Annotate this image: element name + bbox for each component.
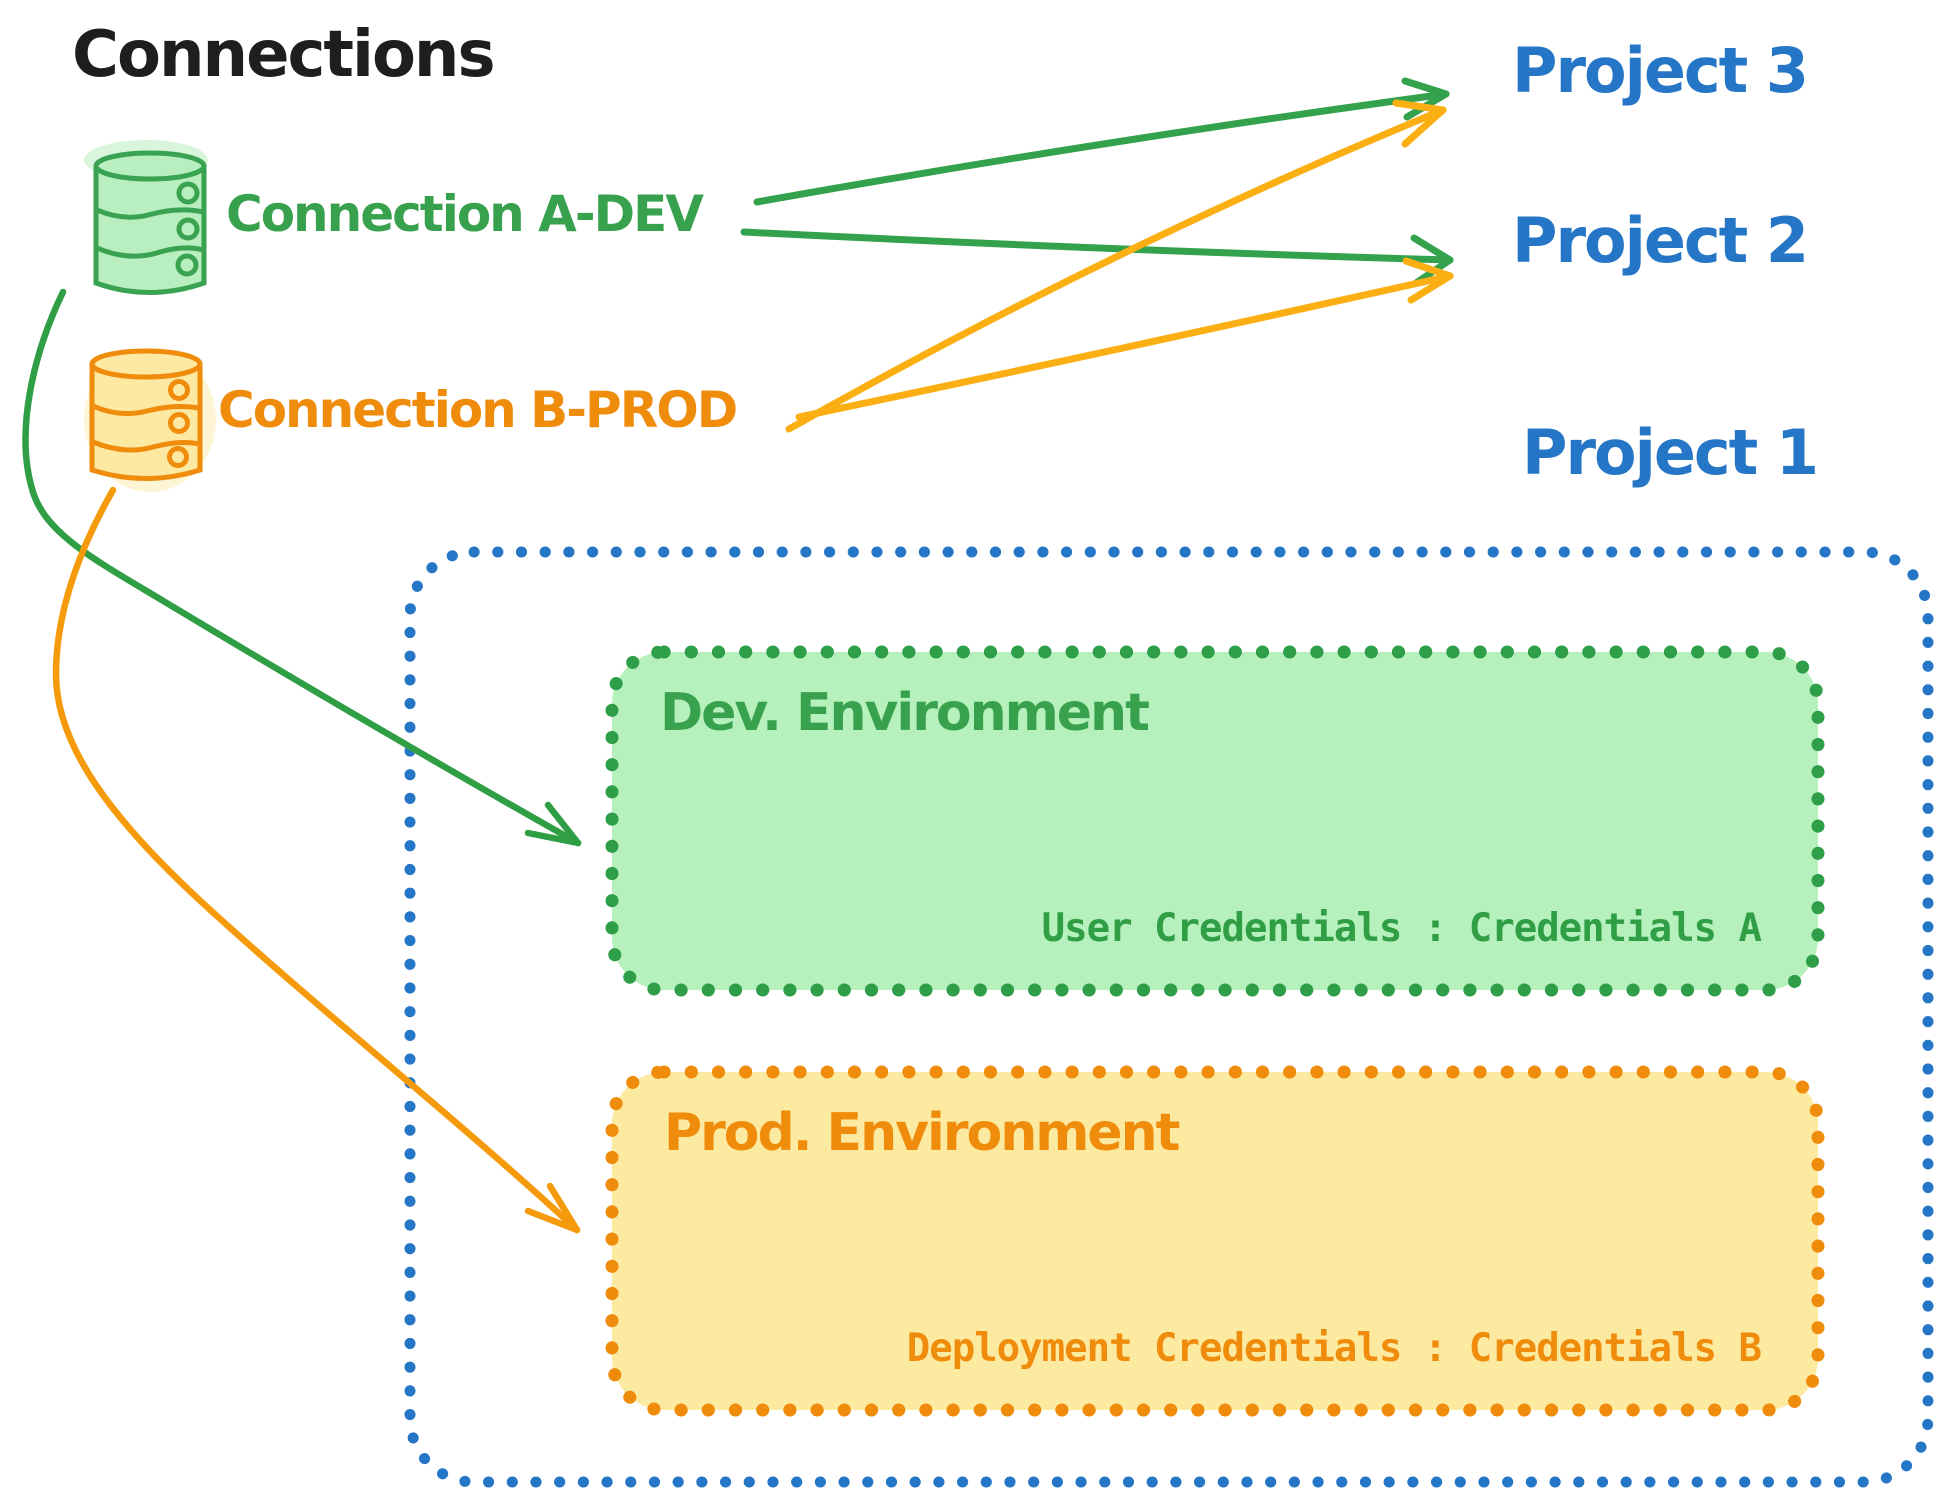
dev-database-icon <box>84 140 208 295</box>
project-3-label: Project 3 <box>1512 34 1809 107</box>
prod-credentials-text: Deployment Credentials : Credentials B <box>906 1326 1762 1371</box>
project-1-boundary-box <box>404 546 1934 1488</box>
dev-credentials-text: User Credentials : Credentials A <box>1041 906 1762 951</box>
dev-environment-label: Dev. Environment <box>660 683 1150 743</box>
arrow-bprod-to-prod-environment <box>52 486 581 1234</box>
connection-b-prod-label: Connection B-PROD <box>218 381 738 439</box>
arrow-adev-to-dev-environment <box>22 288 582 847</box>
connection-a-dev-label: Connection A-DEV <box>226 185 704 243</box>
dev-environment-box <box>605 645 1825 997</box>
arrow-bprod-to-project3 <box>785 99 1447 433</box>
arrow-adev-to-project3 <box>753 77 1450 206</box>
prod-database-icon <box>84 348 216 492</box>
project-1-label: Project 1 <box>1522 416 1819 489</box>
project-2-label: Project 2 <box>1512 204 1809 277</box>
arrow-bprod-to-project2 <box>795 257 1454 421</box>
prod-environment-box <box>605 1065 1825 1417</box>
prod-environment-label: Prod. Environment <box>664 1103 1181 1163</box>
arrow-adev-to-project2 <box>740 228 1454 287</box>
connections-title: Connections <box>72 18 496 92</box>
